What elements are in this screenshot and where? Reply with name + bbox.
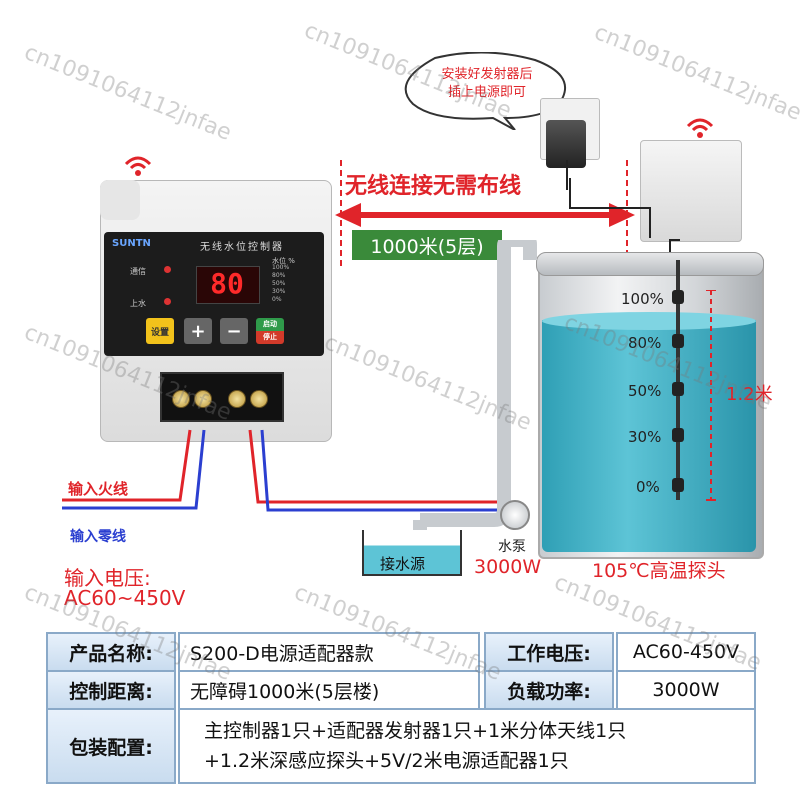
- probe-sensor: [672, 428, 684, 442]
- table-value-distance: 无障碍1000米(5层楼): [178, 670, 480, 710]
- tank-level-label: 0%: [636, 478, 660, 496]
- table-value-text: S200-D电源适配器款: [190, 642, 374, 665]
- set-button-label: 设置: [150, 327, 169, 338]
- bubble-line-2: 插上电源即可: [447, 85, 526, 100]
- table-header-text: 负载功率:: [507, 680, 591, 703]
- table-value-text: 无障碍1000米(5层楼): [190, 680, 380, 703]
- distance-badge: 1000米(5层): [352, 230, 502, 260]
- probe-sensor: [672, 478, 684, 492]
- display-value: 80: [210, 267, 244, 300]
- start-label: 启动: [256, 318, 284, 331]
- terminal-screw: [194, 390, 212, 408]
- level-row: 0%: [272, 296, 282, 303]
- speech-bubble: [404, 52, 566, 130]
- seven-seg-display: [196, 266, 260, 304]
- brand-logo: SUNTN: [112, 238, 151, 249]
- neutral-wire-label: 输入零线: [70, 529, 126, 545]
- table-value-text: 3000W: [652, 679, 720, 701]
- voltage-title: 输入电压:: [64, 566, 151, 590]
- transmitter-box: [640, 140, 742, 242]
- terminal-screw: [228, 390, 246, 408]
- probe-label: 105℃高温探头: [592, 560, 726, 582]
- table-header-text: 产品名称:: [69, 642, 153, 665]
- signal-label: 通信: [130, 267, 146, 276]
- table-value-voltage: AC60-450V: [616, 632, 756, 672]
- table-header-product: 产品名称:: [46, 632, 176, 672]
- plus-button-label: +: [190, 320, 206, 342]
- table-value-text: AC60-450V: [632, 641, 740, 663]
- watermark: cn1091064112jnfae: [20, 40, 235, 146]
- level-row: 80%: [272, 272, 286, 279]
- wiring: [62, 429, 500, 512]
- probe-length: 1.2米: [726, 384, 773, 405]
- wifi-icon-left: [124, 156, 152, 176]
- tank-level-label: 80%: [628, 334, 662, 352]
- level-header: 水位 %: [272, 257, 295, 265]
- probe-sensor: [672, 334, 684, 348]
- tank-level-label: 100%: [621, 290, 664, 308]
- start-stop-button[interactable]: 启动 停止: [256, 318, 284, 344]
- voltage-value: AC60~450V: [64, 586, 186, 610]
- adapter-cable: [566, 160, 568, 190]
- level-probe: [676, 260, 680, 500]
- package-line-1: 主控制器1只+适配器发射器1只+1米分体天线1只: [204, 720, 627, 742]
- device-title: 无线水位控制器: [200, 242, 284, 253]
- controller-ear-left: [100, 180, 140, 220]
- table-header-text: 工作电压:: [507, 642, 591, 665]
- dashed-line-right: [626, 160, 628, 270]
- level-legend: 100% 80% 50% 30% 0%: [272, 264, 289, 304]
- bubble-line-1: 安装好发射器后: [441, 67, 533, 82]
- probe-sensor: [672, 290, 684, 304]
- pump-icon: [500, 500, 530, 530]
- pump-power: 3000W: [474, 556, 542, 578]
- stop-label: 停止: [256, 331, 284, 344]
- signal-led: [164, 266, 171, 273]
- water-source-basin: [362, 530, 462, 576]
- terminal-screw: [172, 390, 190, 408]
- table-header-voltage: 工作电压:: [484, 632, 614, 672]
- wireless-label: 无线连接无需布线: [345, 174, 522, 199]
- package-line-2: +1.2米深感应探头+5V/2米电源适配器1只: [204, 750, 569, 772]
- table-header-text: 控制距离:: [69, 680, 153, 703]
- water-surface: [542, 312, 756, 330]
- table-header-package: 包装配置:: [46, 708, 176, 784]
- terminal-screw: [250, 390, 268, 408]
- inlet-pipe: [413, 240, 537, 540]
- table-header-text: 包装配置:: [69, 736, 153, 759]
- level-row: 50%: [272, 280, 286, 287]
- pump-led: [164, 298, 171, 305]
- pump-label: 上水: [130, 299, 146, 308]
- minus-button[interactable]: −: [220, 318, 248, 344]
- table-value-package: 主控制器1只+适配器发射器1只+1米分体天线1只 +1.2米深感应探头+5V/2…: [178, 708, 756, 784]
- table-value-product: S200-D电源适配器款: [178, 632, 480, 672]
- probe-sensor: [672, 382, 684, 396]
- watermark: cn1091064112jnfae: [590, 20, 800, 126]
- plus-button[interactable]: +: [184, 318, 212, 344]
- level-row: 100%: [272, 264, 290, 271]
- level-row: 30%: [272, 288, 286, 295]
- minus-button-label: −: [226, 320, 242, 342]
- water-fill: [542, 320, 756, 552]
- fire-wire-label: 输入火线: [68, 480, 129, 498]
- pump-label: 水泵: [498, 539, 526, 555]
- dashed-line-left: [340, 160, 342, 270]
- tank-level-label: 50%: [628, 382, 662, 400]
- table-header-load: 负载功率:: [484, 670, 614, 710]
- bubble-text: 安装好发射器后 插上电源即可: [422, 66, 552, 102]
- wifi-icon-right: [686, 118, 714, 138]
- table-value-load: 3000W: [616, 670, 756, 710]
- set-button[interactable]: 设置: [146, 318, 174, 344]
- table-header-distance: 控制距离:: [46, 670, 176, 710]
- water-source-label: 接水源: [380, 555, 426, 573]
- tank-lid: [536, 252, 764, 276]
- tank-level-label: 30%: [628, 428, 662, 446]
- probe-length-marker: [706, 290, 716, 501]
